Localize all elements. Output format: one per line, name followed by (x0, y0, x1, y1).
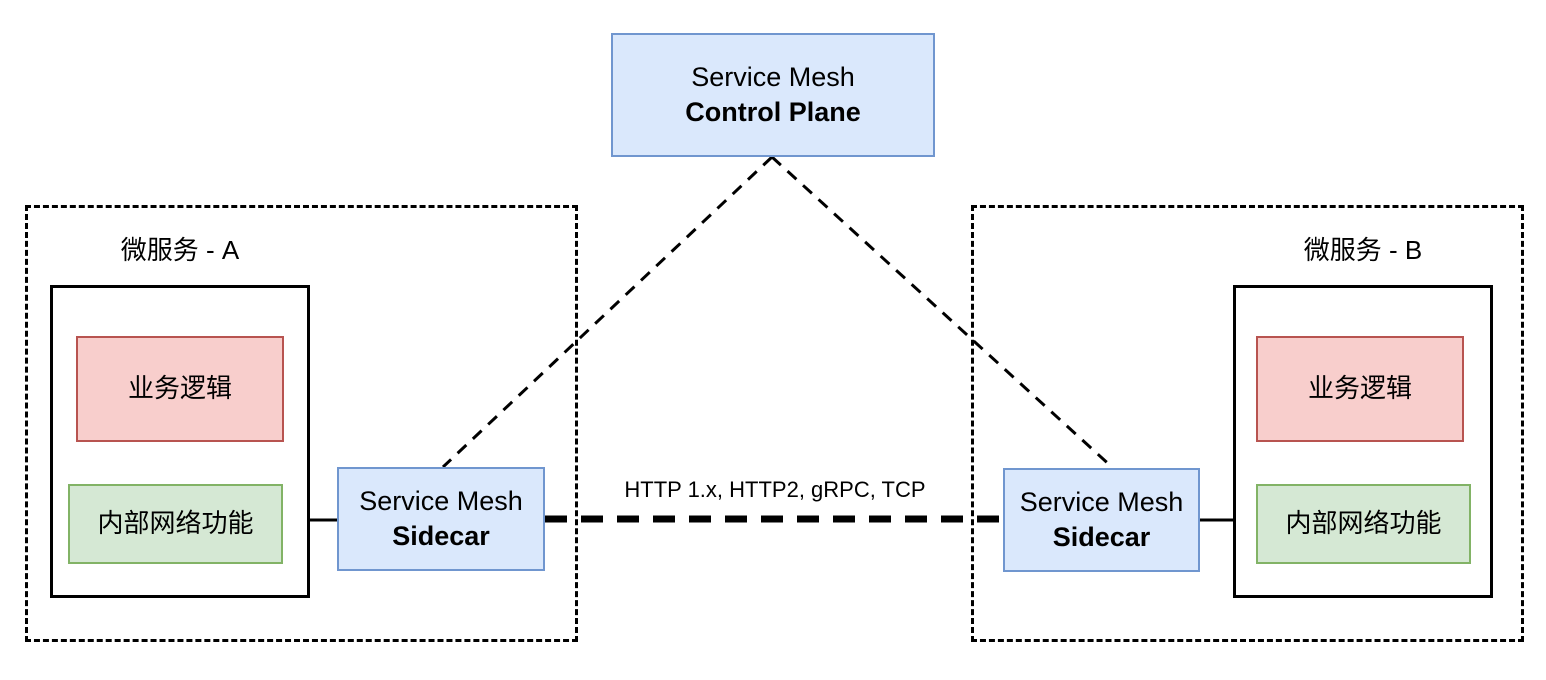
control-plane-line2: Control Plane (685, 97, 861, 127)
service-a-business-logic-label: 业务逻辑 (127, 373, 232, 404)
control-plane-box[interactable]: Service Mesh Control Plane (611, 33, 935, 157)
service-a-sidecar-line1: Service Mesh (359, 486, 523, 517)
service-a-sidecar-line2: Sidecar (392, 521, 490, 551)
service-b-label: 微服务 - B (1303, 235, 1423, 265)
control-plane-line1: Service Mesh (691, 62, 855, 93)
service-a-sidecar-box[interactable]: Service Mesh Sidecar (337, 467, 545, 571)
control-plane-text: Service Mesh Control Plane (685, 60, 861, 129)
service-a-sidecar-text: Service Mesh Sidecar (359, 484, 523, 553)
service-b-network-functions-label: 内部网络功能 (1285, 508, 1442, 539)
service-a-business-logic-box[interactable]: 业务逻辑 (76, 336, 284, 442)
service-b-sidecar-box[interactable]: Service Mesh Sidecar (1003, 468, 1200, 572)
service-a-network-functions-label: 内部网络功能 (97, 508, 254, 539)
service-a-network-functions-box[interactable]: 内部网络功能 (68, 484, 283, 564)
service-b-network-functions-box[interactable]: 内部网络功能 (1256, 484, 1471, 564)
service-a-label: 微服务 - A (120, 235, 240, 265)
service-b-business-logic-label: 业务逻辑 (1307, 373, 1412, 404)
protocol-label: HTTP 1.x, HTTP2, gRPC, TCP (624, 477, 926, 502)
service-b-business-logic-box[interactable]: 业务逻辑 (1256, 336, 1464, 442)
service-container-a (25, 205, 578, 642)
service-container-b (971, 205, 1524, 642)
service-b-sidecar-text: Service Mesh Sidecar (1020, 485, 1184, 554)
service-b-sidecar-line1: Service Mesh (1019, 487, 1184, 518)
service-b-sidecar-line2: Sidecar (1052, 522, 1151, 552)
